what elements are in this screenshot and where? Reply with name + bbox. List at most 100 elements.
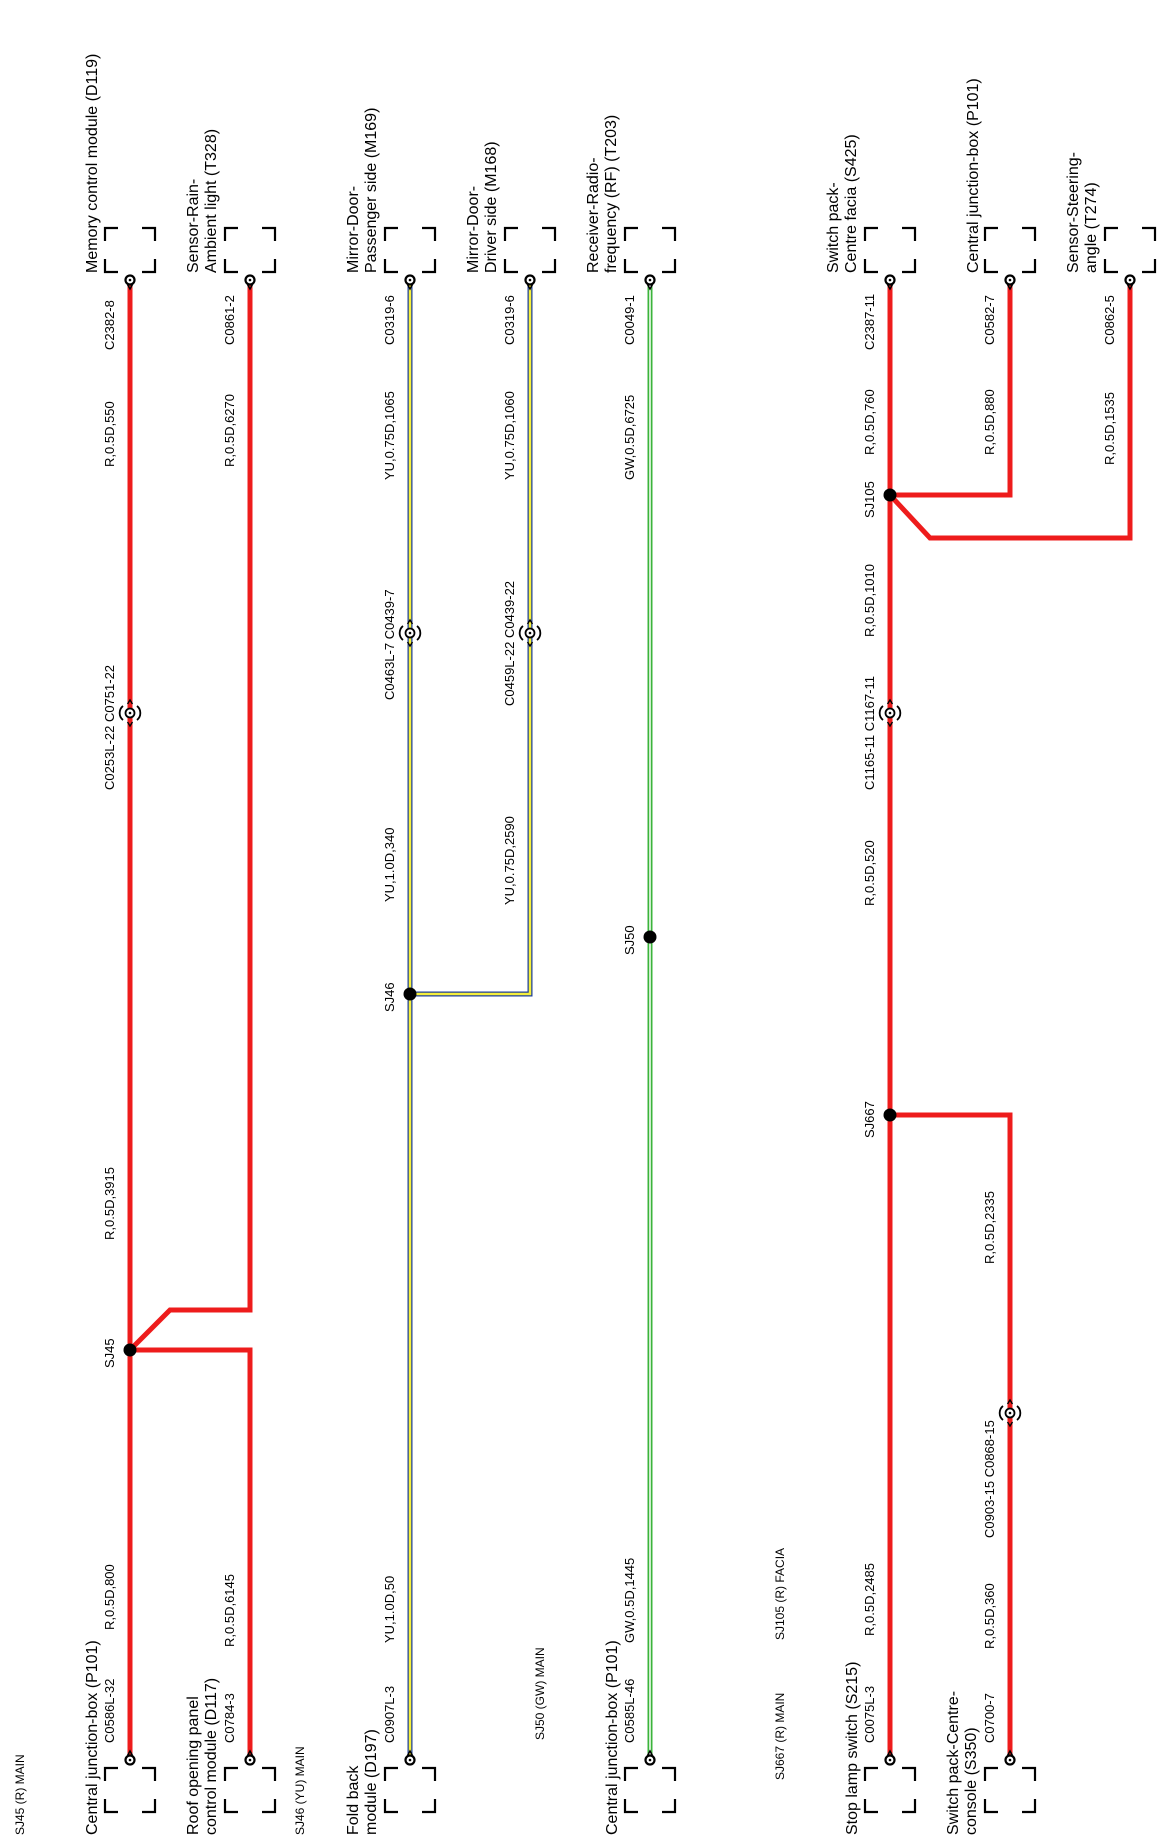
splice-node-sj46[interactable] [403, 987, 417, 1001]
pin-label: C0784-3 [222, 1693, 237, 1743]
component-name: Central junction-box (P101) [965, 78, 982, 273]
pin-label: C0861-2 [222, 295, 237, 345]
svg-text:Passenger side (M169): Passenger side (M169) [363, 108, 380, 273]
svg-text:Mirror-Door-: Mirror-Door- [345, 186, 362, 273]
wire-layer [127, 282, 1133, 1757]
splice-node-sj667[interactable] [883, 1108, 897, 1122]
splice-label: SJ667 [862, 1101, 877, 1138]
component-t328[interactable]: Sensor-Rain- Ambient light (T328) [185, 129, 220, 273]
wire-p101-to-sj105[interactable] [890, 282, 1013, 498]
component-s215[interactable]: Stop lamp switch (S215) [844, 1662, 861, 1835]
wire-label: R,0.5D,800 [102, 1564, 117, 1630]
component-m168[interactable]: Mirror-Door- Driver side (M168) [465, 141, 500, 273]
wire-label: R,0.5D,1535 [1102, 392, 1117, 465]
component-d117[interactable]: Roof opening panel control module (D117) [185, 1678, 220, 1835]
inline-connector-glyph[interactable] [998, 1398, 1022, 1428]
component-name: Stop lamp switch (S215) [844, 1662, 861, 1835]
component-connector[interactable] [983, 1749, 1037, 1814]
component-connector[interactable] [103, 1749, 157, 1814]
component-connector[interactable] [863, 1749, 917, 1814]
svg-text:Central junction-box (P101): Central junction-box (P101) [84, 1640, 101, 1835]
component-name: Sensor-Steering- [1065, 152, 1082, 273]
wire-label: YU,0.75D,1060 [502, 391, 517, 480]
svg-text:Roof opening panel: Roof opening panel [185, 1696, 202, 1835]
component-connector[interactable] [1103, 226, 1157, 291]
wire-sj667-to-s350[interactable] [890, 1112, 1013, 1757]
wire-label: R,0.5D,760 [862, 389, 877, 455]
component-d197[interactable]: Fold back module (D197) [345, 1729, 380, 1835]
component-p101-sj45[interactable]: Central junction-box (P101) [84, 1640, 101, 1835]
net-footer-label: SJ45 (R) MAIN [13, 1754, 27, 1835]
splice-node-sj45[interactable] [123, 1343, 137, 1357]
svg-text:Memory control module (D119): Memory control module (D119) [84, 54, 101, 273]
splice-node-sj50[interactable] [643, 930, 657, 944]
wire-m168-to-sj46[interactable] [410, 282, 533, 997]
svg-text:Central junction-box (P101): Central junction-box (P101) [965, 78, 982, 273]
component-p101-top[interactable]: Central junction-box (P101) [965, 78, 982, 273]
component-name: Sensor-Rain- [185, 179, 202, 273]
inline-connector-glyph[interactable] [118, 698, 142, 728]
component-d119[interactable]: Memory control module (D119) [84, 54, 101, 273]
component-t274[interactable]: Sensor-Steering- angle (T274) [1065, 152, 1100, 273]
svg-text:Sensor-Rain-: Sensor-Rain- [185, 179, 202, 273]
component-s425[interactable]: Switch pack- Centre facia (S425) [825, 134, 860, 273]
inline-connector-label: C0253L-22 C0751-22 [102, 665, 117, 790]
component-connector[interactable] [983, 226, 1037, 291]
component-connector[interactable] [383, 226, 437, 291]
svg-text:angle (T274): angle (T274) [1083, 182, 1100, 273]
component-connector[interactable] [223, 226, 277, 291]
splice-label: SJ45 [102, 1338, 117, 1368]
wire-label: YU,1.0D,50 [382, 1576, 397, 1643]
svg-text:Central junction-box (P101): Central junction-box (P101) [604, 1640, 621, 1835]
wire-sj45-to-d117[interactable] [130, 1347, 253, 1757]
pin-label: C0907L-3 [382, 1686, 397, 1743]
inline-connector-glyph[interactable] [518, 618, 542, 648]
wire-label: R,0.5D,2485 [862, 1563, 877, 1636]
wire-label: R,0.5D,520 [862, 840, 877, 906]
component-name: control module (D117) [203, 1678, 220, 1835]
component-s350[interactable]: Switch pack-Centre- console (S350) [945, 1691, 980, 1835]
svg-text:console (S350): console (S350) [963, 1727, 980, 1835]
svg-text:Receiver-Radio-: Receiver-Radio- [585, 157, 602, 273]
component-connector[interactable] [103, 226, 157, 291]
pin-label: C0862-5 [1102, 295, 1117, 345]
splice-label: SJ105 [862, 481, 877, 518]
inline-connector-glyph[interactable] [878, 698, 902, 728]
component-p101-sj50[interactable]: Central junction-box (P101) [604, 1640, 621, 1835]
svg-text:Switch pack-Centre-: Switch pack-Centre- [945, 1691, 962, 1835]
component-m169[interactable]: Mirror-Door- Passenger side (M169) [345, 108, 380, 273]
wire-t328-to-sj45[interactable] [128, 282, 253, 1352]
wire-label: R,0.5D,360 [982, 1583, 997, 1649]
component-name: Driver side (M168) [483, 141, 500, 273]
component-connector[interactable] [223, 1749, 277, 1814]
wire-t274-to-sj105[interactable] [888, 282, 1133, 541]
svg-text:Fold back: Fold back [345, 1765, 362, 1835]
svg-text:Ambient light (T328): Ambient light (T328) [203, 129, 220, 273]
component-connector[interactable] [383, 1749, 437, 1814]
component-name: frequency (RF) (T203) [603, 115, 620, 273]
splice-node-layer [123, 488, 897, 1357]
component-connector[interactable] [623, 1749, 677, 1814]
svg-text:frequency (RF) (T203): frequency (RF) (T203) [603, 115, 620, 273]
splice-node-sj105[interactable] [883, 488, 897, 502]
svg-text:Stop lamp switch (S215): Stop lamp switch (S215) [844, 1662, 861, 1835]
wire-label: YU,0.75D,1065 [382, 391, 397, 480]
component-connector[interactable] [623, 226, 677, 291]
inline-connector-glyph[interactable] [398, 618, 422, 648]
inline-connector-layer [118, 618, 1022, 1428]
component-name: angle (T274) [1083, 182, 1100, 273]
component-connector[interactable] [863, 226, 917, 291]
component-name: Roof opening panel [185, 1696, 202, 1835]
component-connector[interactable] [503, 226, 557, 291]
component-box-layer [103, 226, 1157, 1814]
net-footer-label: SJ46 (YU) MAIN [293, 1746, 307, 1835]
wire-label: R,0.5D,6145 [222, 1574, 237, 1647]
net-footer-label: SJ667 (R) MAIN [773, 1693, 787, 1780]
component-t203[interactable]: Receiver-Radio- frequency (RF) (T203) [585, 115, 620, 273]
wire-label: YU,0.75D,2590 [502, 816, 517, 905]
wire-label: R,0.5D,6270 [222, 394, 237, 467]
component-name: Central junction-box (P101) [604, 1640, 621, 1835]
pin-label: C0049-1 [622, 295, 637, 345]
component-name: Mirror-Door- [345, 186, 362, 273]
